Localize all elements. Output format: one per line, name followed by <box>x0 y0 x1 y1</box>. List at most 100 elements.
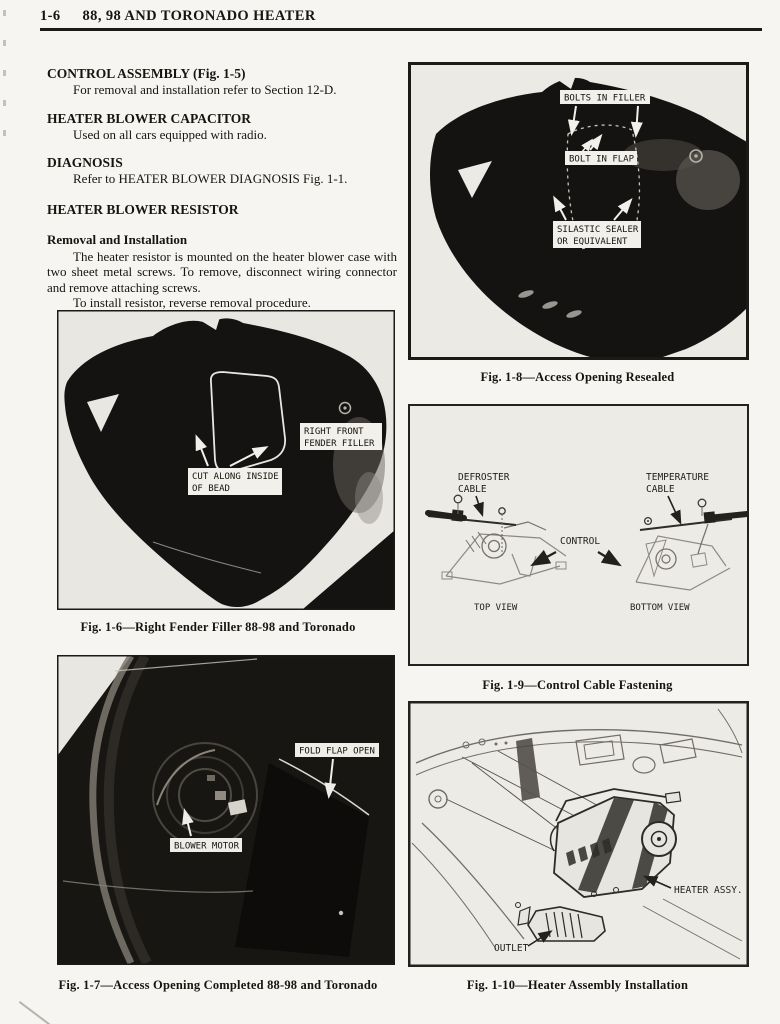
arrow <box>667 495 682 525</box>
bead-highlight <box>152 541 262 574</box>
section-diagnosis: DIAGNOSIS Refer to HEATER BLOWER DIAGNOS… <box>47 155 397 187</box>
figure-1-6-photo: CUT ALONG INSIDE OF BEAD RIGHT FRONT FEN… <box>57 310 395 610</box>
arrow <box>581 138 594 153</box>
photo-label: SILASTIC SEALER <box>557 225 639 235</box>
section-heater-blower-resistor: HEATER BLOWER RESISTOR Removal and Insta… <box>47 202 397 311</box>
wiring-connector <box>227 799 248 816</box>
arrow <box>553 195 567 221</box>
diagram-label: OUTLET <box>494 943 529 954</box>
photo-frame <box>57 655 395 965</box>
photo-highlight <box>623 139 703 171</box>
photo-light-corner <box>58 656 131 755</box>
diagram-frame <box>408 404 749 666</box>
paragraph: The heater resistor is mounted on the he… <box>47 248 397 295</box>
speck <box>338 910 344 916</box>
figure-1-10-caption: Fig. 1-10—Heater Assembly Installation <box>466 978 689 992</box>
arrow <box>324 758 337 799</box>
screw-dot <box>343 406 347 410</box>
diagram-label: TEMPERATURE <box>646 472 709 483</box>
paragraph: To install resistor, reverse removal pro… <box>73 295 311 310</box>
arrow <box>473 495 484 518</box>
arrow <box>613 197 633 221</box>
photo-label-box <box>553 221 641 248</box>
fender-notch <box>558 75 576 89</box>
page-header: 1-6 88, 98 AND TORONADO HEATER <box>40 8 762 31</box>
photo-label-box <box>565 151 637 165</box>
photo-label-box <box>300 423 382 450</box>
arrow <box>597 549 622 567</box>
bottom-view-drawing <box>635 498 749 591</box>
slot-highlight <box>566 310 582 318</box>
photo-label: RIGHT FRONT <box>304 427 364 437</box>
heater-assembly-drawing <box>549 788 682 898</box>
top-view-drawing <box>425 494 567 585</box>
arrow <box>527 930 553 947</box>
page-number: 1-6 <box>40 8 61 24</box>
section-control-assembly: CONTROL ASSEMBLY (Fig. 1-5) For removal … <box>47 66 397 98</box>
figure-1-9-caption: Fig. 1-9—Control Cable Fastening <box>482 678 673 692</box>
section-heading: CONTROL ASSEMBLY (Fig. 1-5) <box>47 66 246 81</box>
resealed-opening-outline <box>566 124 641 250</box>
diagram-label: DEFROSTER <box>458 472 510 483</box>
panel-edge <box>114 658 258 672</box>
section-body: For removal and installation refer to Se… <box>73 82 337 97</box>
blower-housing-arc <box>178 768 232 822</box>
text-column: CONTROL ASSEMBLY (Fig. 1-5) For removal … <box>47 66 397 324</box>
page-title: 88, 98 AND TORONADO HEATER <box>82 8 316 24</box>
screw-icon <box>338 401 352 415</box>
screw-icon <box>689 149 703 163</box>
photo-dark-corner <box>303 530 395 609</box>
fender-filler-silhouette <box>64 318 387 608</box>
arrow <box>182 808 194 837</box>
photo-label-box <box>170 838 242 852</box>
blower-housing-arc <box>166 756 244 834</box>
section-heater-blower-capacitor: HEATER BLOWER CAPACITOR Used on all cars… <box>47 111 397 143</box>
fender-hole <box>458 161 492 198</box>
diagram-label: CABLE <box>646 484 675 495</box>
photo-label: BOLTS IN FILLER <box>564 94 646 104</box>
wheelwell-shadow <box>103 655 152 965</box>
section-body: Used on all cars equipped with radio. <box>73 126 267 142</box>
arrow <box>530 549 557 567</box>
subsection-heading: Removal and Installation <box>47 231 188 247</box>
header-rule <box>40 28 762 31</box>
photo-frame <box>57 310 395 610</box>
section-heading: DIAGNOSIS <box>47 155 123 170</box>
housing-highlight <box>156 749 216 806</box>
fastener <box>207 775 215 781</box>
photo-label: OF BEAD <box>192 484 230 494</box>
diagram-label: HEATER ASSY. <box>674 885 743 896</box>
section-heading: HEATER BLOWER CAPACITOR <box>47 110 252 126</box>
slot-highlight <box>518 290 534 298</box>
section-body: Refer to HEATER BLOWER DIAGNOSIS Fig. 1-… <box>73 171 348 186</box>
section-heading: HEATER BLOWER RESISTOR <box>47 201 239 217</box>
figure-1-9-diagram: DEFROSTER CABLE TEMPERATURE CABLE CONTRO… <box>408 404 749 666</box>
figure-1-10-diagram: HEATER ASSY. OUTLET <box>408 701 749 967</box>
bead-line <box>62 880 254 893</box>
photo-label-box <box>560 90 650 104</box>
diagram-frame <box>408 701 749 967</box>
figure-1-7-photo: FOLD FLAP OPEN BLOWER MOTOR <box>57 655 395 965</box>
wheelwell-edge-highlight <box>89 655 135 965</box>
diagram-label: CABLE <box>458 484 487 495</box>
arrow <box>229 446 269 467</box>
photo-label: FENDER FILLER <box>304 439 375 449</box>
photo-label: OR EQUIVALENT <box>557 237 628 247</box>
photo-frame <box>408 62 749 360</box>
photo-label-box <box>295 743 379 757</box>
diagram-label: BOTTOM VIEW <box>630 603 690 613</box>
photo-highlight <box>355 472 383 524</box>
diagram-label: CONTROL <box>560 536 600 547</box>
open-flap <box>235 763 369 957</box>
figure-1-6-caption: Fig. 1-6—Right Fender Filler 88-98 and T… <box>80 620 356 634</box>
photo-label: FOLD FLAP OPEN <box>299 747 375 757</box>
photo-label: BLOWER MOTOR <box>174 842 240 852</box>
arrow <box>567 105 580 136</box>
scan-edge-artifact <box>3 10 6 150</box>
dash-sketch <box>411 708 743 960</box>
photo-label: BOLT IN FLAP <box>569 155 635 165</box>
arrow <box>195 434 209 467</box>
figure-1-8-caption: Fig. 1-8—Access Opening Resealed <box>480 370 675 384</box>
figure-1-8-photo: BOLTS IN FILLER BOLT IN FLAP SILASTIC SE… <box>408 62 749 360</box>
